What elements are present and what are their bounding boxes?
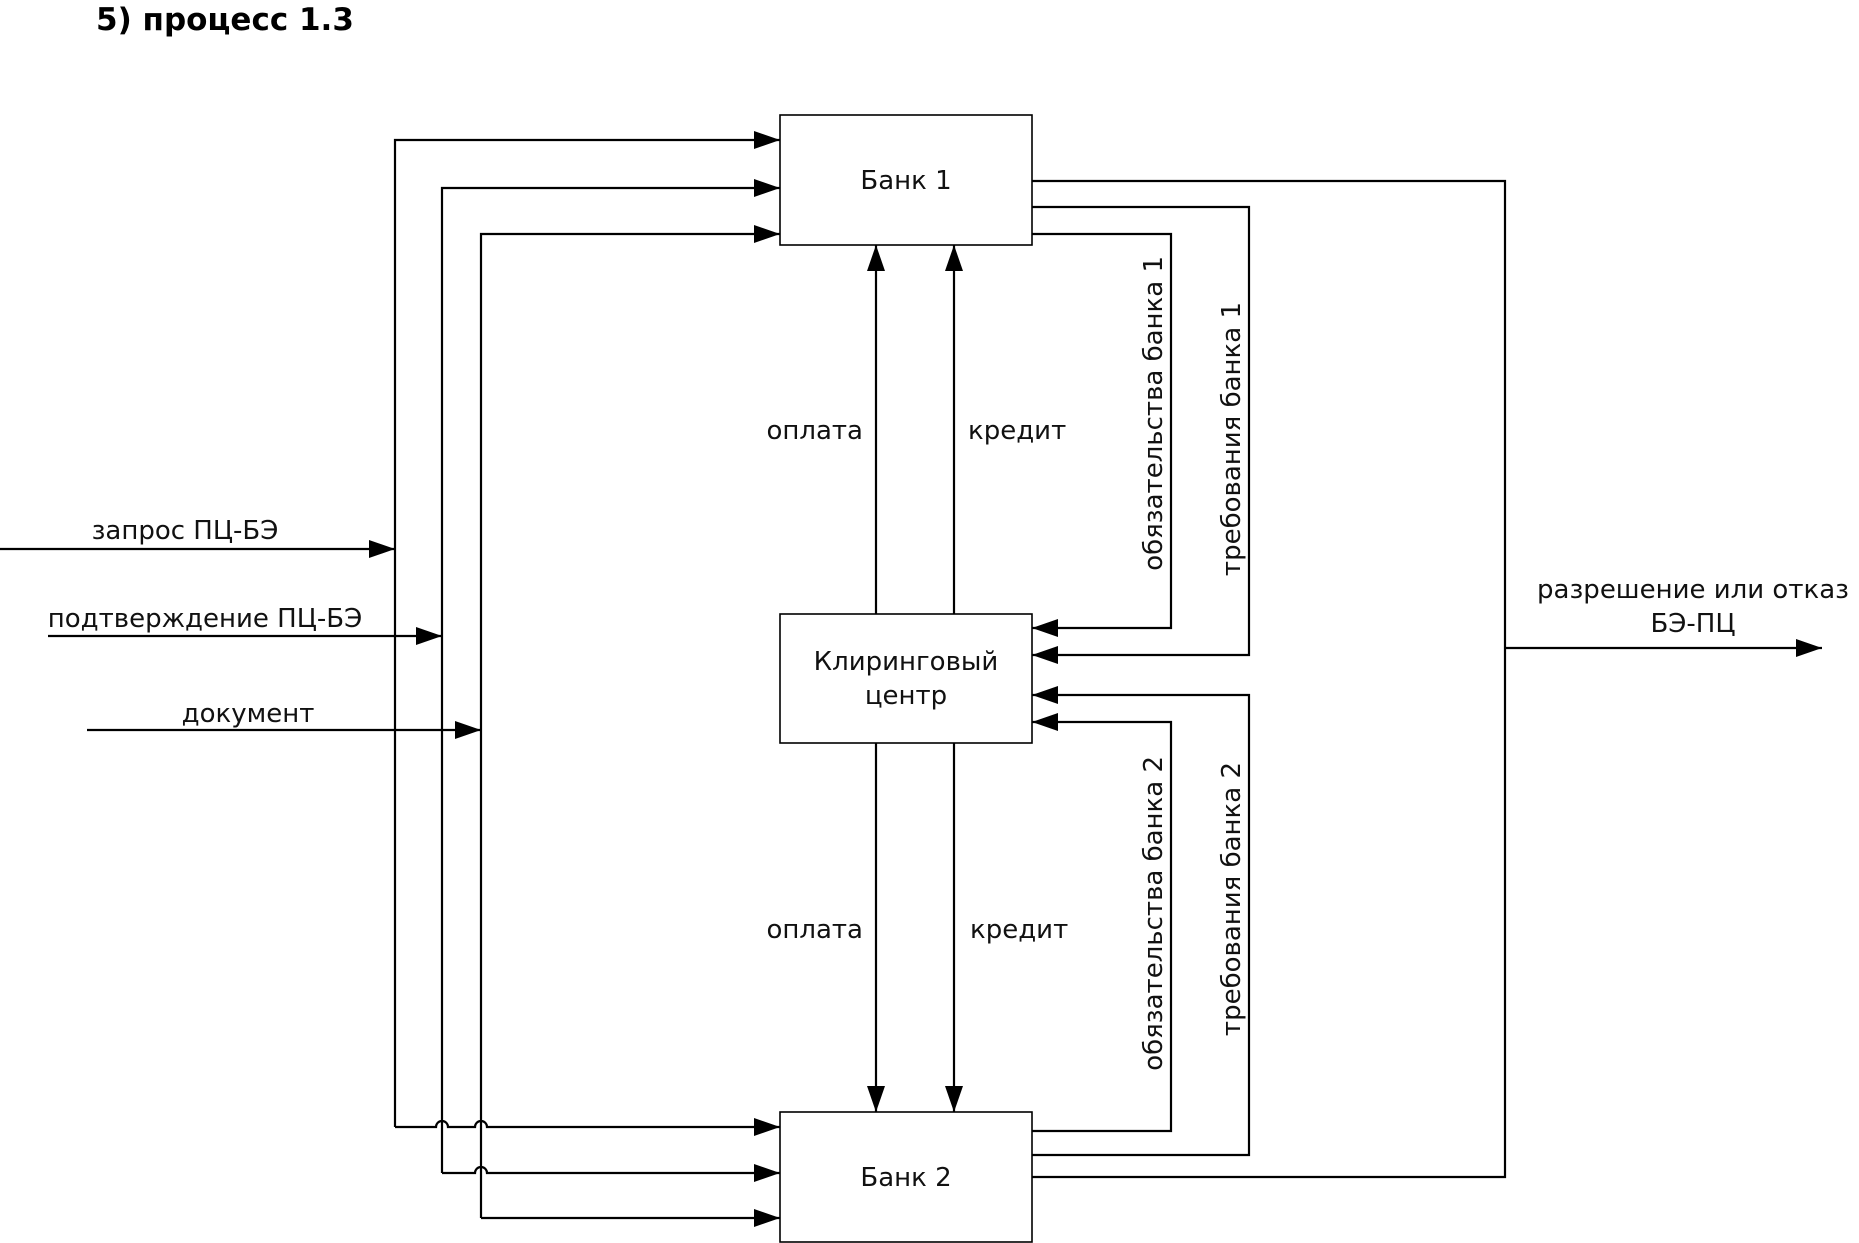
- request-to-bank1-arrow: [393, 131, 780, 1127]
- input-request-flow: запрос ПЦ-БЭ: [0, 131, 780, 1136]
- diagram-title: 5) процесс 1.3: [96, 2, 354, 38]
- payment-bottom-label: оплата: [766, 915, 863, 945]
- output-collector-line: [1032, 179, 1507, 1179]
- claims-bank2-label: требования банка 2: [1217, 762, 1247, 1036]
- claims-bank1-arrow: [1032, 205, 1251, 664]
- document-to-bank1-arrow: [479, 225, 780, 1218]
- bank1-box: [779, 114, 1033, 246]
- input-confirmation-label: подтверждение ПЦ-БЭ: [48, 604, 363, 634]
- bank2-node: Банк 2: [779, 1111, 1033, 1243]
- bank1-label: Банк 1: [860, 166, 951, 196]
- confirmation-to-bank2-arrow: [442, 1164, 780, 1182]
- clearing-to-bank1-flows: оплата кредит: [766, 245, 1066, 614]
- input-confirmation-flow: подтверждение ПЦ-БЭ: [48, 179, 780, 1182]
- output-label-line2: БЭ-ПЦ: [1650, 609, 1735, 639]
- claims-bank2-arrow: [1032, 686, 1251, 1157]
- clearing-center-label-line1: Клиринговый: [814, 647, 999, 677]
- clearing-center-node: Клиринговый центр: [779, 613, 1033, 744]
- obligations-bank1-arrow: [1032, 232, 1173, 637]
- bank2-label: Банк 2: [860, 1163, 951, 1193]
- obligations-bank2-arrow: [1032, 713, 1173, 1133]
- bank1-to-clearing-flows: обязательства банка 1 требования банка 1: [1032, 205, 1251, 664]
- output-label-line1: разрешение или отказ: [1537, 575, 1849, 605]
- clearing-center-label-line2: центр: [865, 681, 947, 711]
- bank2-to-clearing-flows: обязательства банка 2 требования банка 2: [1032, 686, 1251, 1157]
- clearing-center-box: [779, 613, 1033, 744]
- output-flow: разрешение или отказ БЭ-ПЦ: [1032, 179, 1849, 1179]
- bank2-box: [779, 1111, 1033, 1243]
- credit-bottom-label: кредит: [970, 915, 1068, 945]
- input-document-label: документ: [182, 699, 315, 729]
- credit-top-label: кредит: [968, 416, 1066, 446]
- claims-bank1-label: требования банка 1: [1217, 302, 1247, 576]
- obligations-bank2-label: обязательства банка 2: [1139, 756, 1169, 1071]
- confirmation-to-bank1-arrow: [440, 179, 780, 1173]
- input-document-flow: документ: [87, 225, 780, 1227]
- clearing-to-bank2-flows: оплата кредит: [766, 743, 1068, 1112]
- input-request-label: запрос ПЦ-БЭ: [92, 516, 279, 546]
- payment-top-label: оплата: [766, 416, 863, 446]
- bank1-node: Банк 1: [779, 114, 1033, 246]
- obligations-bank1-label: обязательства банка 1: [1139, 256, 1169, 571]
- request-to-bank2-arrow: [395, 1118, 780, 1136]
